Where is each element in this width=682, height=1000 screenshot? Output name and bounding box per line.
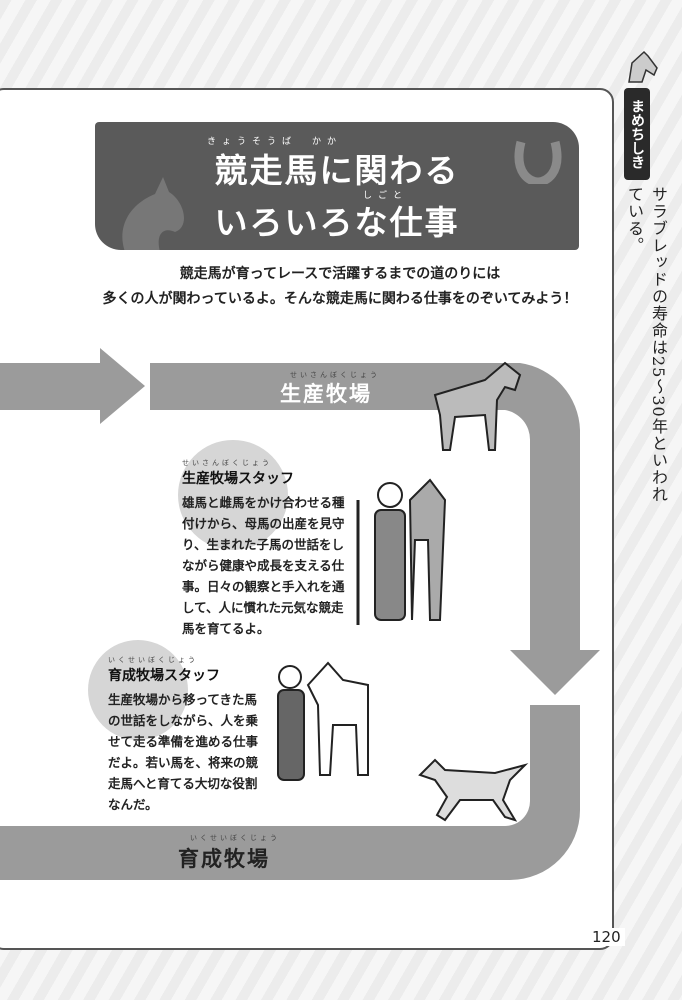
entry-arrow: [0, 348, 145, 424]
trivia-text: サラブレッドの寿命は25〜30年といわれている。: [625, 186, 668, 503]
staff-heading: 生産牧場スタッフ: [182, 471, 294, 487]
page-title-line1: 競走馬に関わる: [214, 151, 460, 190]
staff-body: 雄馬と雌馬をかけ合わせる種付けから、母馬の出産を見守り、生まれた子馬の世話をしな…: [182, 495, 345, 636]
title-ruby: きょうそうば かか: [207, 137, 343, 147]
page-number: 120: [588, 928, 625, 946]
staff-ruby: いくせいぼくじょう: [108, 656, 198, 664]
band-label-breeding: 生産牧場: [280, 382, 372, 406]
decorative-circle: [178, 440, 288, 550]
staff-heading: 育成牧場スタッフ: [108, 668, 220, 684]
top-band: [150, 363, 600, 695]
bottom-band: [0, 705, 580, 880]
title-box: きょうそうば かか 競走馬に関わる しごと いろいろな仕事: [95, 122, 579, 250]
horse-silhouette-icon: [122, 177, 184, 250]
horseshoe-icon: [514, 140, 562, 184]
band-label-training: 育成牧場: [178, 847, 270, 871]
foal-illustration: [433, 361, 522, 451]
page-title-line2: いろいろな仕事: [214, 203, 460, 242]
staff-breeding: せいさんぼくじょう 生産牧場スタッフ 雄馬と雌馬をかけ合わせる種付けから、母馬の…: [182, 458, 352, 639]
running-horse-illustration: [418, 758, 529, 822]
intro-line1: 競走馬が育ってレースで活躍するまでの道のりには: [179, 266, 501, 282]
staff-with-horse-illustration: [356, 478, 447, 625]
top-label-ruby: せいさんぼくじょう: [290, 371, 380, 379]
horse-head-icon: [628, 50, 658, 83]
decorative-circle: [88, 640, 188, 740]
staff-body: 生産牧場から移ってきた馬の世話をしながら、人を乗せて走る準備を進める仕事だよ。若…: [108, 692, 259, 812]
staff-training: いくせいぼくじょう 育成牧場スタッフ 生産牧場から移ってきた馬の世話をしながら、…: [108, 655, 268, 815]
intro-line2: 多くの人が関わっているよ。そんな競走馬に関わる仕事をのぞいてみよう！: [102, 291, 578, 307]
trainer-with-horse-illustration: [277, 661, 369, 781]
title-ruby-2: しごと: [363, 191, 409, 201]
trivia-tag: まめちしき: [624, 88, 650, 180]
bottom-label-ruby: いくせいぼくじょう: [190, 834, 280, 842]
staff-ruby: せいさんぼくじょう: [182, 459, 272, 467]
